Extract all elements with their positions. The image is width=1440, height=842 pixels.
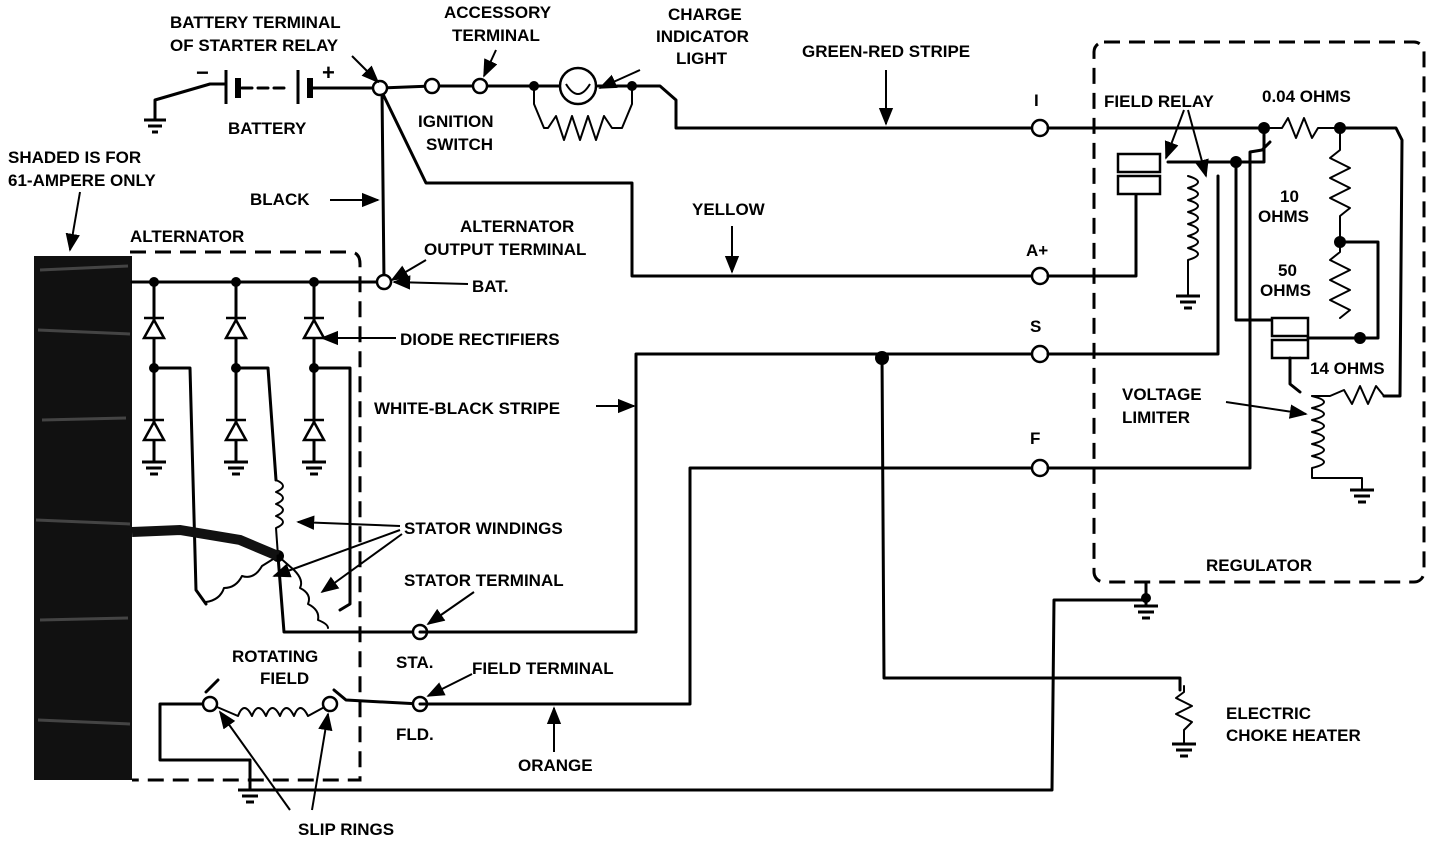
terminal-s bbox=[1030, 344, 1050, 364]
label-terminal-s: S bbox=[1030, 317, 1041, 336]
relay-to-ignition-wire bbox=[378, 84, 536, 90]
stator-windings-icon bbox=[131, 366, 416, 634]
rotating-field-icon bbox=[158, 678, 422, 804]
label-charge-1: CHARGE bbox=[668, 5, 742, 24]
regulator-housing-outline bbox=[1092, 40, 1426, 584]
label-stator-terminal: STATOR TERMINAL bbox=[404, 571, 564, 590]
field-relay-icon bbox=[1116, 152, 1200, 310]
label-choke-1: ELECTRIC bbox=[1226, 704, 1311, 723]
label-ohms-10-2: OHMS bbox=[1258, 207, 1309, 226]
leader-arrows bbox=[65, 49, 1308, 811]
terminal-a-plus bbox=[1030, 266, 1050, 286]
label-alt-output-1: ALTERNATOR bbox=[460, 217, 574, 236]
label-orange: ORANGE bbox=[518, 756, 593, 775]
label-ignition-1: IGNITION bbox=[418, 112, 494, 131]
label-terminal-f: F bbox=[1030, 429, 1040, 448]
label-voltage-limiter-1: VOLTAGE bbox=[1122, 385, 1202, 404]
label-choke-2: CHOKE HEATER bbox=[1226, 726, 1361, 745]
label-yellow: YELLOW bbox=[692, 200, 766, 219]
label-ohms-50-2: OHMS bbox=[1260, 281, 1311, 300]
svg-text:+: + bbox=[322, 60, 335, 85]
label-terminal-a: A+ bbox=[1026, 241, 1048, 260]
label-ohms-50-1: 50 bbox=[1278, 261, 1297, 280]
resistor-50 bbox=[1329, 241, 1351, 319]
label-slip-rings: SLIP RINGS bbox=[298, 820, 394, 839]
black-wire bbox=[380, 88, 386, 284]
label-shaded-2: 61-AMPERE ONLY bbox=[8, 171, 156, 190]
ground-return-wire bbox=[258, 598, 1148, 792]
label-ignition-2: SWITCH bbox=[426, 135, 493, 154]
label-charge-3: LIGHT bbox=[676, 49, 728, 68]
label-field-terminal: FIELD TERMINAL bbox=[472, 659, 614, 678]
resistor-0.04 bbox=[1263, 117, 1341, 139]
label-black: BLACK bbox=[250, 190, 310, 209]
terminal-f bbox=[1030, 458, 1050, 478]
ignition-switch-terminal bbox=[423, 77, 441, 95]
terminal-i bbox=[1030, 118, 1050, 138]
shaded-housing-texture bbox=[35, 264, 131, 726]
label-alt-output-2: OUTPUT TERMINAL bbox=[424, 240, 586, 259]
label-green-red: GREEN-RED STRIPE bbox=[802, 42, 970, 61]
label-alternator: ALTERNATOR bbox=[130, 227, 244, 246]
regulator-ground-icon bbox=[1134, 580, 1158, 620]
choke-branch-wire bbox=[880, 352, 1182, 692]
label-sta: STA. bbox=[396, 653, 433, 672]
label-ohms-004: 0.04 OHMS bbox=[1262, 87, 1351, 106]
reg-internal-s bbox=[1046, 174, 1220, 356]
shaded-housing bbox=[34, 256, 132, 780]
white-black-stripe-wire bbox=[418, 352, 1042, 634]
battery-symbol: + − bbox=[153, 60, 335, 122]
label-fld: FLD. bbox=[396, 725, 434, 744]
alternator-housing-outline bbox=[130, 250, 362, 782]
svg-text:−: − bbox=[196, 60, 209, 85]
resistor-14 bbox=[1311, 385, 1385, 405]
charge-light-wire bbox=[532, 84, 1042, 130]
electric-choke-heater-icon bbox=[1172, 685, 1196, 758]
label-ohms-10-1: 10 bbox=[1280, 187, 1299, 206]
battery-ground-icon bbox=[144, 118, 166, 134]
reg-internal-a bbox=[1046, 192, 1138, 278]
charge-light-resistor-loop bbox=[533, 85, 633, 141]
label-accessory-2: TERMINAL bbox=[452, 26, 540, 45]
bat-output-terminal bbox=[375, 273, 393, 291]
voltage-limiter-icon bbox=[1270, 316, 1374, 504]
label-battery: BATTERY bbox=[228, 119, 307, 138]
yellow-wire bbox=[378, 86, 1042, 278]
orange-wire bbox=[418, 466, 1042, 706]
label-bat: BAT. bbox=[472, 277, 509, 296]
label-voltage-limiter-2: LIMITER bbox=[1122, 408, 1190, 427]
charge-indicator-light-icon bbox=[558, 66, 598, 106]
label-ohms-14: 14 OHMS bbox=[1310, 359, 1385, 378]
label-accessory-1: ACCESSORY bbox=[444, 3, 552, 22]
label-rotating-2: FIELD bbox=[260, 669, 309, 688]
label-shaded-1: SHADED IS FOR bbox=[8, 148, 141, 167]
accessory-terminal bbox=[471, 77, 489, 95]
resistor-10 bbox=[1329, 127, 1351, 243]
diode-rectifier-bank bbox=[141, 277, 327, 476]
label-white-black: WHITE-BLACK STRIPE bbox=[374, 399, 560, 418]
label-battery-terminal-1: BATTERY TERMINAL bbox=[170, 13, 341, 32]
label-rotating-1: ROTATING bbox=[232, 647, 318, 666]
label-regulator: REGULATOR bbox=[1206, 556, 1312, 575]
label-battery-terminal-2: OF STARTER RELAY bbox=[170, 36, 339, 55]
label-charge-2: INDICATOR bbox=[656, 27, 749, 46]
label-terminal-i: I bbox=[1034, 91, 1039, 110]
label-diode-rectifiers: DIODE RECTIFIERS bbox=[400, 330, 560, 349]
battery-relay-terminal bbox=[371, 79, 389, 97]
label-field-relay: FIELD RELAY bbox=[1104, 92, 1215, 111]
label-stator-windings: STATOR WINDINGS bbox=[404, 519, 563, 538]
